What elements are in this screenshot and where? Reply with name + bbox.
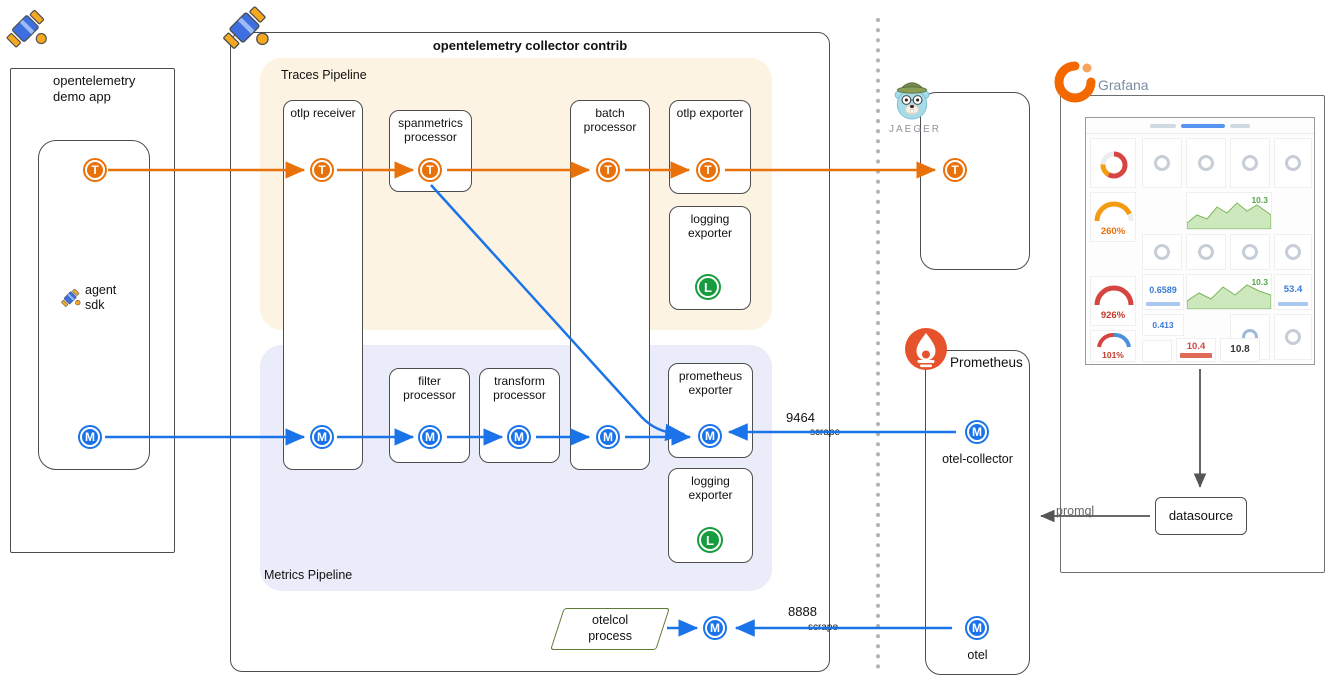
log-icon: L <box>697 276 719 298</box>
donut-panel <box>1142 138 1182 188</box>
donut-panel <box>1274 138 1312 188</box>
gauge-panel: 926% <box>1090 276 1136 326</box>
grafana-dashboard-screenshot: 260% 926% 101% 10.3 10.3 <box>1085 117 1315 365</box>
metrics-pipeline-label: Metrics Pipeline <box>264 568 353 582</box>
stat-panel <box>1142 340 1172 362</box>
metric-icon: M <box>598 427 618 447</box>
node-batch-processor: batch processor <box>570 100 650 470</box>
gauge-value: 101% <box>1102 350 1124 360</box>
prometheus-name: Prometheus <box>950 355 1023 370</box>
stat-panel: 53.4 <box>1274 274 1312 310</box>
otel-label: otel <box>967 648 988 662</box>
scrape-label-top: scrape <box>810 427 841 438</box>
otel-collector-label: otel-collector <box>942 452 1013 466</box>
jaeger-logo <box>894 82 930 120</box>
jaeger-box <box>920 92 1030 270</box>
otlp-exporter-label: otlp exporter <box>676 106 744 120</box>
metric-icon: M <box>967 422 987 442</box>
prometheus-logo <box>905 328 947 370</box>
grafana-logo <box>1054 61 1096 103</box>
logging-exporter-metrics-label: logging exporter <box>688 474 733 503</box>
sparkline-panel: 10.3 <box>1186 192 1272 230</box>
sparkline-panel: 10.3 <box>1186 274 1272 310</box>
stat-panel: 0.413 <box>1142 314 1184 336</box>
logging-exporter-traces-label: logging exporter <box>687 212 733 241</box>
otlp-receiver-label: otlp receiver <box>290 106 356 120</box>
donut-panel <box>1274 314 1312 360</box>
opentelemetry-icon <box>220 3 270 52</box>
metric-icon: M <box>509 427 529 447</box>
log-icon: L <box>699 529 721 551</box>
gauge-panel: 260% <box>1090 192 1136 242</box>
metric-icon: M <box>80 427 100 447</box>
node-otlp-receiver: otlp receiver <box>283 100 363 470</box>
node-otelcol-process: otelcol process <box>550 608 670 650</box>
trace-icon: T <box>312 160 332 180</box>
demo-app-title: opentelemetry demo app <box>53 73 136 105</box>
port-8888-label: 8888 <box>788 604 817 619</box>
promql-label: promql <box>1056 504 1095 518</box>
stat-panel: 0.6589 <box>1142 274 1184 310</box>
trace-icon: T <box>698 160 718 180</box>
metric-icon: M <box>967 618 987 638</box>
stat-panel: 10.4 <box>1176 338 1216 362</box>
grafana-name: Grafana <box>1098 77 1149 93</box>
donut-panel <box>1142 234 1182 270</box>
donut-panel <box>1274 234 1312 270</box>
jaeger-wordmark: JAEGER <box>888 124 941 135</box>
collector-title: opentelemetry collector contrib <box>432 38 628 53</box>
stat-panel: 10.8 <box>1220 338 1260 362</box>
otelcol-process-label: otelcol process <box>588 613 633 643</box>
trace-icon: T <box>420 160 440 180</box>
transform-processor-label: transform processor <box>493 374 546 403</box>
node-otlp-exporter: otlp exporter <box>669 100 751 194</box>
stat-value: 0.413 <box>1152 320 1174 330</box>
traces-pipeline-label: Traces Pipeline <box>281 68 367 82</box>
stat-value: 53.4 <box>1283 284 1303 295</box>
filter-processor-label: filter processor <box>403 374 456 403</box>
port-9464-label: 9464 <box>786 410 815 425</box>
gauge-value: 926% <box>1100 310 1126 321</box>
donut-panel <box>1186 138 1226 188</box>
metric-icon: M <box>705 618 725 638</box>
node-filter-processor: filter processor <box>389 368 470 463</box>
stat-value: 10.4 <box>1186 341 1206 352</box>
gauge-panel: 101% <box>1090 330 1136 362</box>
batch-processor-label: batch processor <box>583 106 637 135</box>
stat-value: 0.6589 <box>1149 285 1177 295</box>
trace-icon: T <box>85 160 105 180</box>
stat-value: 10.8 <box>1230 344 1250 355</box>
gauge-value: 260% <box>1100 226 1126 237</box>
metric-icon: M <box>312 427 332 447</box>
datasource-label: datasource <box>1168 508 1234 523</box>
prometheus-exporter-label: prometheus exporter <box>678 369 743 398</box>
node-transform-processor: transform processor <box>479 368 560 463</box>
donut-gauge-panel <box>1090 138 1136 188</box>
spanmetrics-processor-label: spanmetrics processor <box>398 116 463 145</box>
donut-panel <box>1186 234 1226 270</box>
agent-sdk-box: agent sdk <box>38 140 150 470</box>
donut-panel <box>1230 138 1270 188</box>
dashboard-header <box>1086 118 1314 134</box>
opentelemetry-icon <box>4 7 48 50</box>
scrape-label-bottom: scrape <box>808 622 839 633</box>
metric-icon: M <box>700 426 720 446</box>
agent-sdk-label: agent sdk <box>85 283 117 312</box>
opentelemetry-agent-icon <box>60 287 81 308</box>
donut-panel <box>1230 234 1270 270</box>
trace-icon: T <box>598 160 618 180</box>
sparkline-value: 10.3 <box>1251 277 1268 287</box>
datasource-box: datasource <box>1155 497 1247 535</box>
trace-icon: T <box>945 160 965 180</box>
sparkline-value: 10.3 <box>1251 195 1268 205</box>
metric-icon: M <box>420 427 440 447</box>
